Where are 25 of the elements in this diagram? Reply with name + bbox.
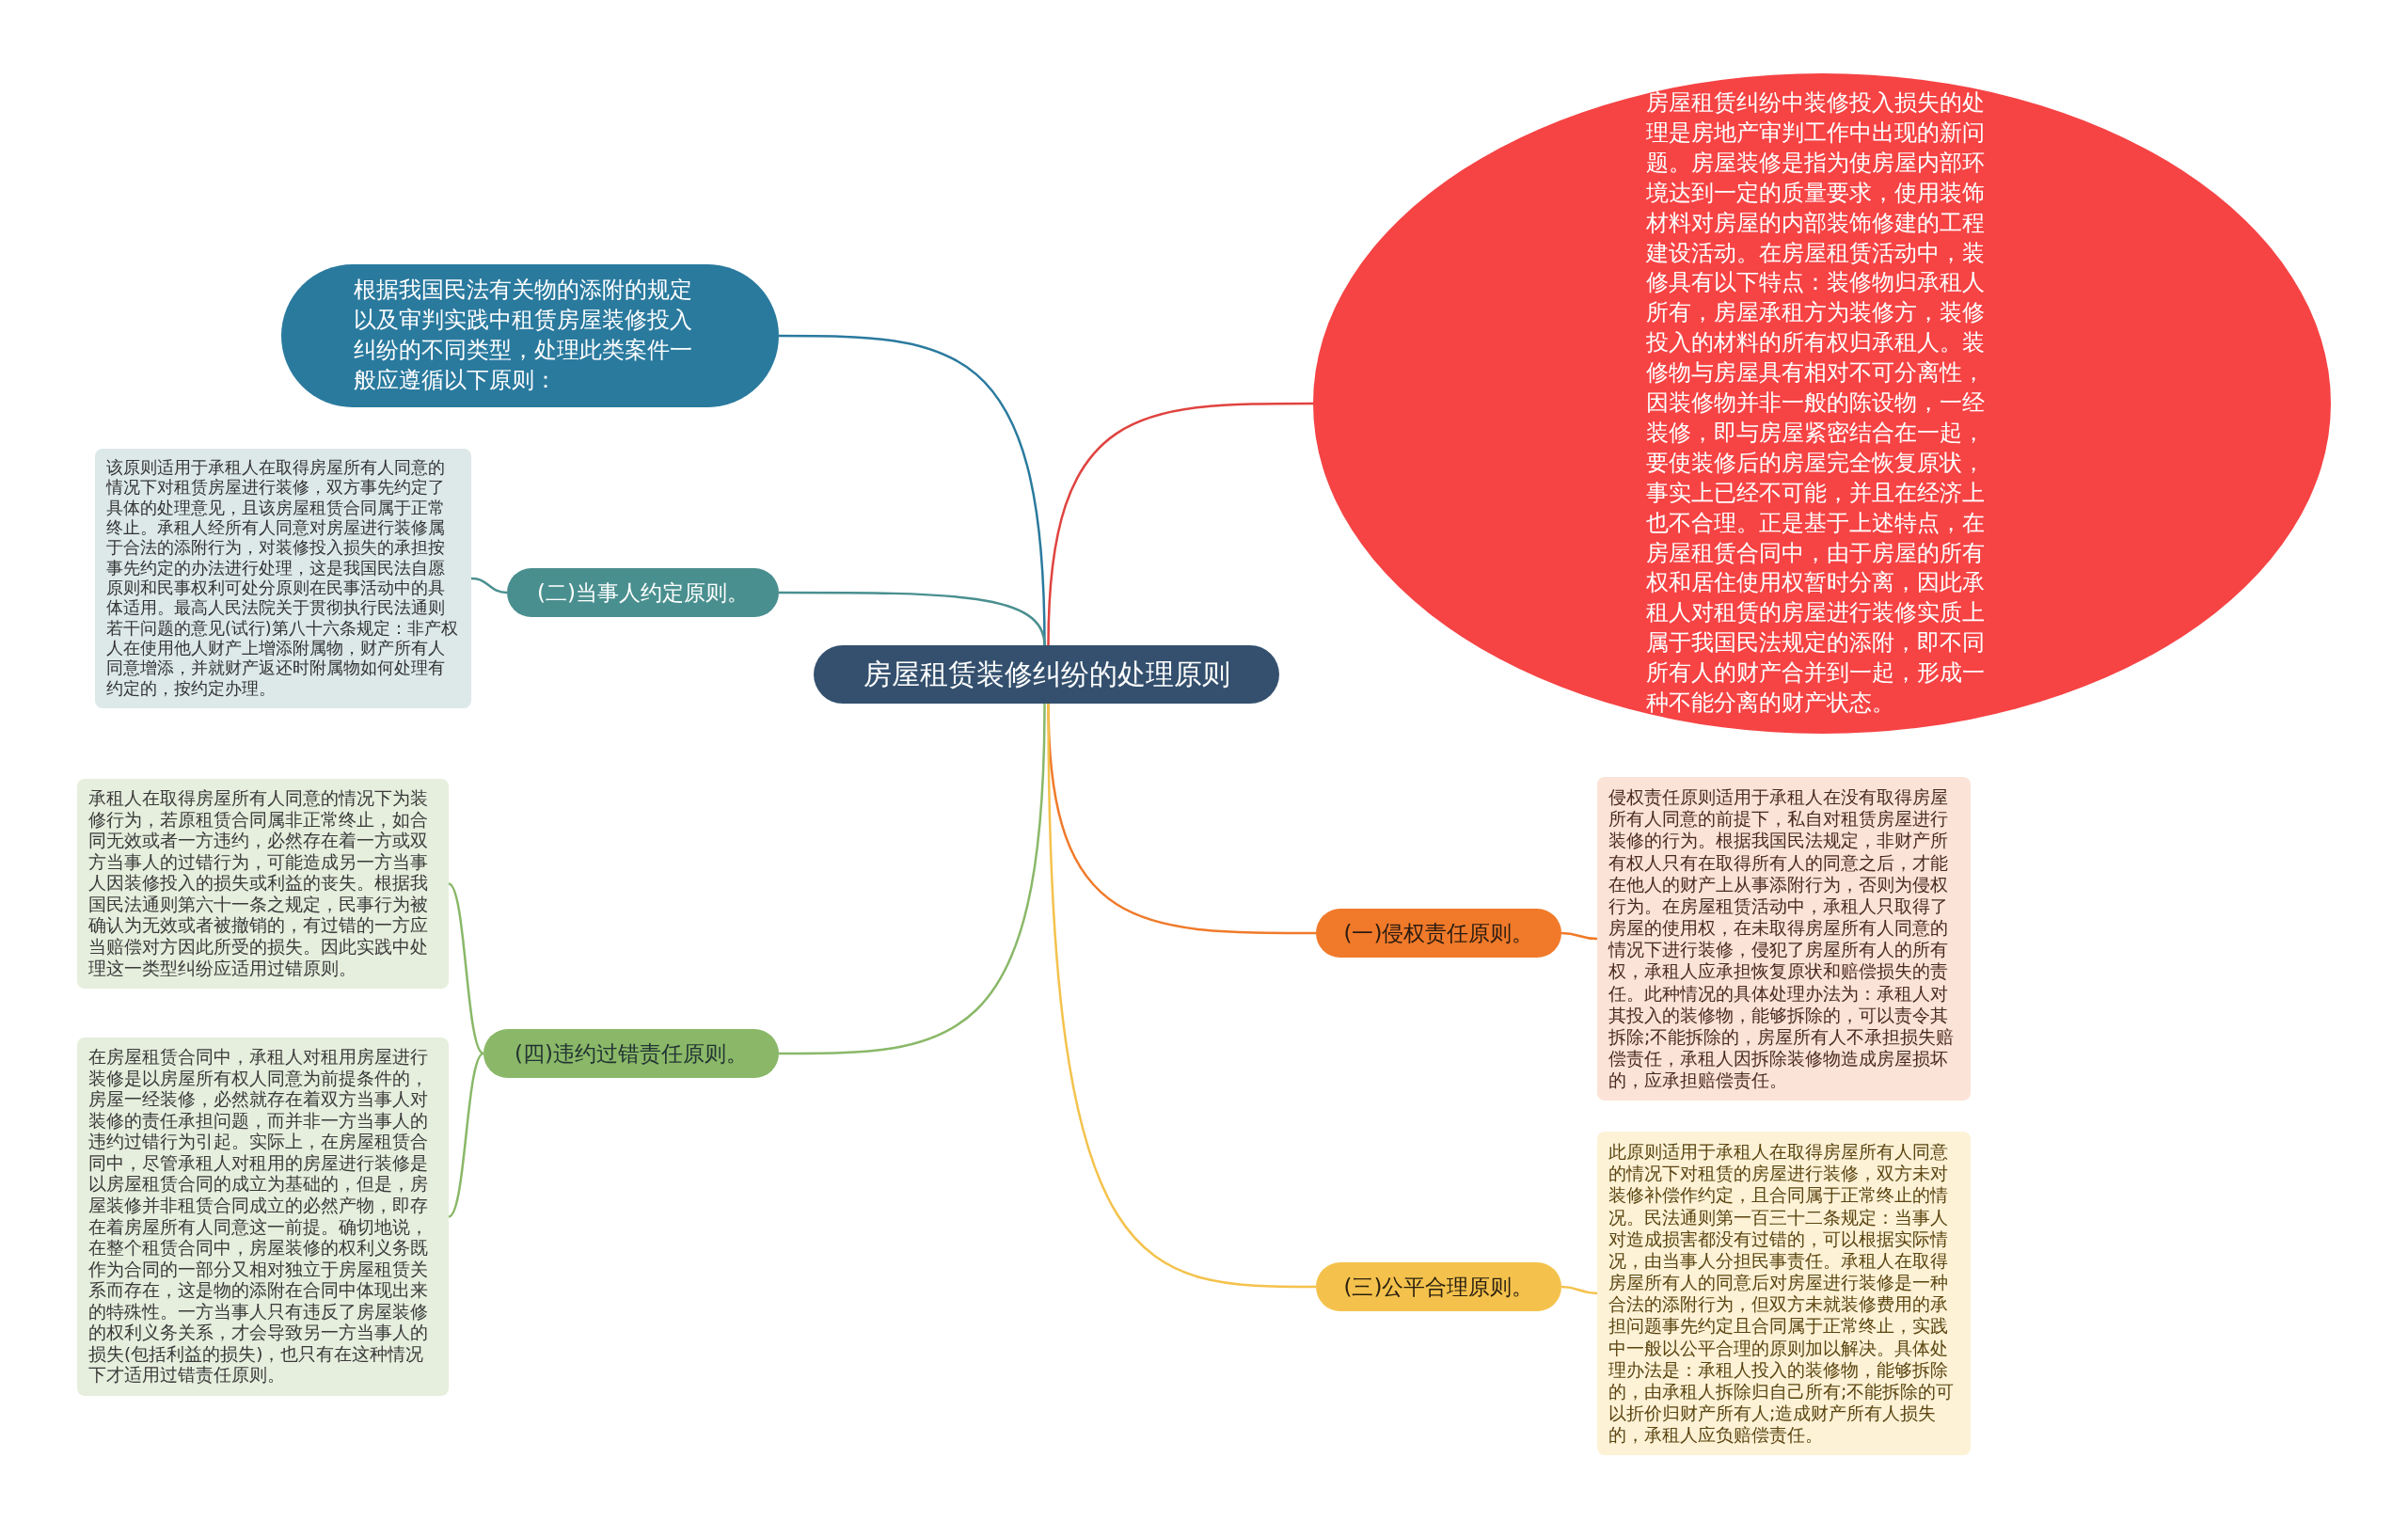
description-text: 房屋租赁纠纷中装修投入损失的处理是房地产审判工作中出现的新问题。房屋装修是指为使房屋内部环境达到一定的质量要求，使用装饰材料对房屋的内部装饰修建的工程建设活动。在房屋租赁活动中，装修具有以下特点：装修物归承租人所有，房屋承租方为装修方，装修投入的材料的所有权归承租人。装修物与房屋具有相对不可分离性，因装修物并非一般的陈设物，一经装修，即与房屋紧密结合在一起，要使装修后的房屋完全恢复原状，事实上已经不可能，并且在经济上也不合理。正是基于上述特点，在房屋租赁合同中，由于房屋的所有权和居住使用权暂时分离，因此承租人对租赁的房屋进行装修实质上属于我国民法规定的添附，即不同所有人的财产合并到一起，形成一种不能分离的财产状态。 [1645,88,1986,719]
branch-label: (四)违约过错责任原则。 [515,1040,748,1068]
branch-label: (三)公平合理原则。 [1343,1274,1534,1301]
connector-line [1560,931,1598,941]
note-text: 承租人在取得房屋所有人同意的情况下为装修行为，若原租赁合同属非正常终止，如合同无效或者一方违约，必然存在着一方或双方当事人的过错行为，可能造成另一方当事人因装修投入的损失或利益的丧失。根据我国民法通则第六十一条之规定，民事行为被确认为无效或者被撤销的，有过错的一方应当赔偿对方因此所受的损失。因此实践中处理这一类型纠纷应适用过错原则。 [88,788,429,980]
connector-line [1047,402,1313,646]
branch-pill [1316,1262,1561,1312]
intro-text: 根据我国民法有关物的添附的规定以及审判实践中租赁房屋装修投入纠纷的不同类型，处理此类案件一般应遵循以下原则： [354,276,693,395]
connector-line [779,703,1046,1055]
connector-line [448,1053,484,1218]
branch-pill [1316,909,1561,959]
note-text: 该原则适用于承租人在取得房屋所有人同意的情况下对租赁房屋进行装修，双方事先约定了具体的处理意见，且该房屋租赁合同属于正常终止。承租人经所有人同意对房屋进行装修属于合法的添附行为，对装修投入损失的承担按事先约定的办法进行处理，这是我国民法自愿原则和民事权利可处分原则在民事活动中的具体适用。最高人民法院关于贯彻执行民法通则若干问题的意见(试行)第八十六条规定：非产权人在使用他人财产上增添附属物，财产所有人同意增添，并就财产返还时附属物如何处理有约定的，按约定办理。 [106,458,459,700]
connector-line [448,882,484,1054]
note-text: 在房屋租赁合同中，承租人对租用房屋进行装修是以房屋所有权人同意为前提条件的，房屋一经装修，必然就存在着双方当事人对装修的责任承担问题，而并非一方当事人的违约过错行为引起。实际上，在房屋租赁合同中，尽管承租人对租用的房屋进行装修是以房屋租赁合同的成立为基础的，但是，房屋装修并非租赁合同成立的必然产物，即存在着房屋所有人同意这一前提。确切地说，在整个租赁合同中，房屋装修的权利义务既作为合同的一部分又相对独立于房屋租赁关系而存在，这是物的添附在合同中体现出来的特殊性。一方当事人只有违反了房屋装修的权利义务关系，才会导致另一方当事人的损失(包括利益的损失)，也只有在这种情况下才适用过错责任原则。 [88,1047,429,1386]
note-text: 此原则适用于承租人在取得房屋所有人同意的情况下对租赁的房屋进行装修，双方未对装修补偿作约定，且合同属于正常终止的情况。民法通则第一百三十二条规定：当事人对造成损害都没有过错的，可以根据实际情况，由当事人分担民事责任。承租人在取得房屋所有人的同意后对房屋进行装修是一种合法的添附行为，但双方未就装修费用的承担问题事先约定且合同属于正常终止，实践中一般以公平合理的原则加以解决。具体处理办法是：承租人投入的装修物，能够拆除的，由承租人拆除归自己所有;不能拆除的可以折价归财产所有人;造成财产所有人损失的，承租人应负赔偿责任。 [1608,1141,1956,1447]
note-card [77,779,449,990]
connector-line [470,577,508,594]
topic-title: 房屋租赁装修纠纷的处理原则 [863,657,1230,692]
branch-label: (二)当事人约定原则。 [537,579,749,607]
branch-pill [507,568,779,618]
connector-line [779,591,1046,646]
branch-pill [483,1029,779,1079]
connector-line [1047,704,1316,1289]
note-text: 侵权责任原则适用于承租人在没有取得房屋所有人同意的前提下，私自对租赁房屋进行装修的行为。根据我国民法规定，非财产所有权人只有在取得所有人的同意之后，才能在他人的财产上从事添附行为，否则为侵权行为。在房屋租赁活动中，承租人只取得了房屋的使用权，在未取得房屋所有人同意的情况下进行装修，侵犯了房屋所有人的所有权，承租人应承担恢复原状和赔偿损失的责任。此种情况的具体处理办法为：承租人对其投入的装修物，能够拆除的，可以责令其拆除;不能拆除的，房屋所有人不承担损失赔偿责任，承租人因拆除装修物造成房屋损坏的，应承担赔偿责任。 [1608,786,1956,1092]
branch-label: (一)侵权责任原则。 [1343,920,1534,947]
